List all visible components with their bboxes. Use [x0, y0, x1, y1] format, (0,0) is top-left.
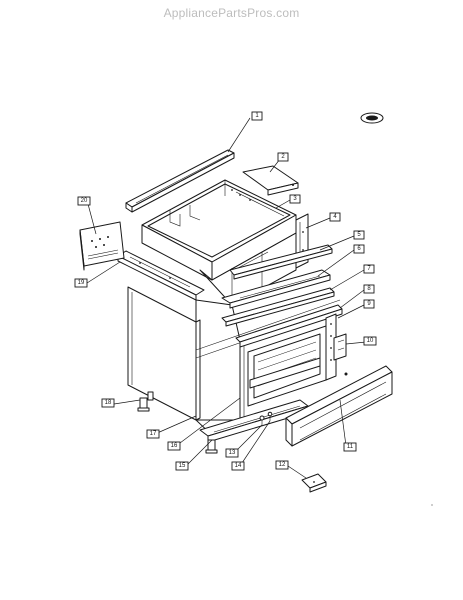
- callout-label: 7: [367, 266, 371, 272]
- part-14-screw: [267, 411, 273, 421]
- callout-label: 19: [78, 280, 85, 286]
- callout-19: 19: [74, 278, 88, 288]
- callout-label: 16: [171, 443, 178, 449]
- callout-label: 5: [357, 232, 361, 238]
- callout-label: 14: [235, 463, 242, 469]
- part-5-rail: [229, 244, 333, 280]
- callout-label: 18: [105, 400, 112, 406]
- callout-label: 6: [357, 246, 361, 252]
- part-10-hinge: [333, 333, 347, 361]
- callout-10: 10: [363, 336, 377, 346]
- callout-5: 5: [353, 230, 365, 240]
- watermark: AppliancePartsPros.com: [163, 6, 300, 20]
- callout-12: 12: [275, 460, 289, 470]
- callout-7: 7: [363, 264, 375, 274]
- callout-label: 20: [81, 198, 88, 204]
- callout-label: 17: [150, 431, 157, 437]
- part-18-side-panel: [127, 286, 201, 421]
- callout-2: 2: [277, 152, 289, 162]
- callout-8: 8: [363, 284, 375, 294]
- part-2-bracket: [242, 165, 299, 196]
- part-13-screw: [259, 415, 265, 425]
- part-8-rail: [235, 304, 343, 348]
- callout-3: 3: [289, 194, 301, 204]
- callout-13: 13: [225, 448, 239, 458]
- screw-dot: [344, 372, 348, 376]
- callout-6: 6: [353, 244, 365, 254]
- callout-18: 18: [101, 398, 115, 408]
- callout-label: 2: [281, 154, 285, 160]
- part-12-clip: [301, 473, 327, 493]
- callout-20: 20: [77, 196, 91, 206]
- door-frame: [247, 325, 327, 407]
- callout-17: 17: [146, 429, 160, 439]
- leveling-feet: [137, 391, 218, 454]
- part-3-upper-frame: [141, 179, 297, 281]
- callout-16: 16: [167, 441, 181, 451]
- scan-speck: [431, 504, 433, 506]
- part-6-rail: [221, 269, 331, 309]
- callout-label: 9: [367, 301, 371, 307]
- callout-label: 1: [255, 113, 259, 119]
- callout-label: 3: [293, 196, 297, 202]
- callout-4: 4: [329, 212, 341, 222]
- callout-9: 9: [363, 299, 375, 309]
- part-1-top-rail: [125, 149, 235, 213]
- callout-label: 15: [179, 463, 186, 469]
- part-9-frame-side: [325, 313, 337, 381]
- callout-label: 12: [279, 462, 286, 468]
- part-20-control-plate: [79, 221, 125, 271]
- callout-label: 10: [367, 338, 374, 344]
- oval-badge: [360, 112, 384, 124]
- callout-label: 11: [347, 444, 354, 450]
- callout-label: 4: [333, 214, 337, 220]
- callout-14: 14: [231, 461, 245, 471]
- callout-1: 1: [251, 111, 263, 121]
- part-16-base-rail: [199, 399, 309, 443]
- callout-11: 11: [343, 442, 357, 452]
- part-11-kick-panel: [285, 365, 393, 447]
- callout-15: 15: [175, 461, 189, 471]
- callout-label: 13: [229, 450, 236, 456]
- part-7-rail: [221, 287, 335, 327]
- callout-label: 8: [367, 286, 371, 292]
